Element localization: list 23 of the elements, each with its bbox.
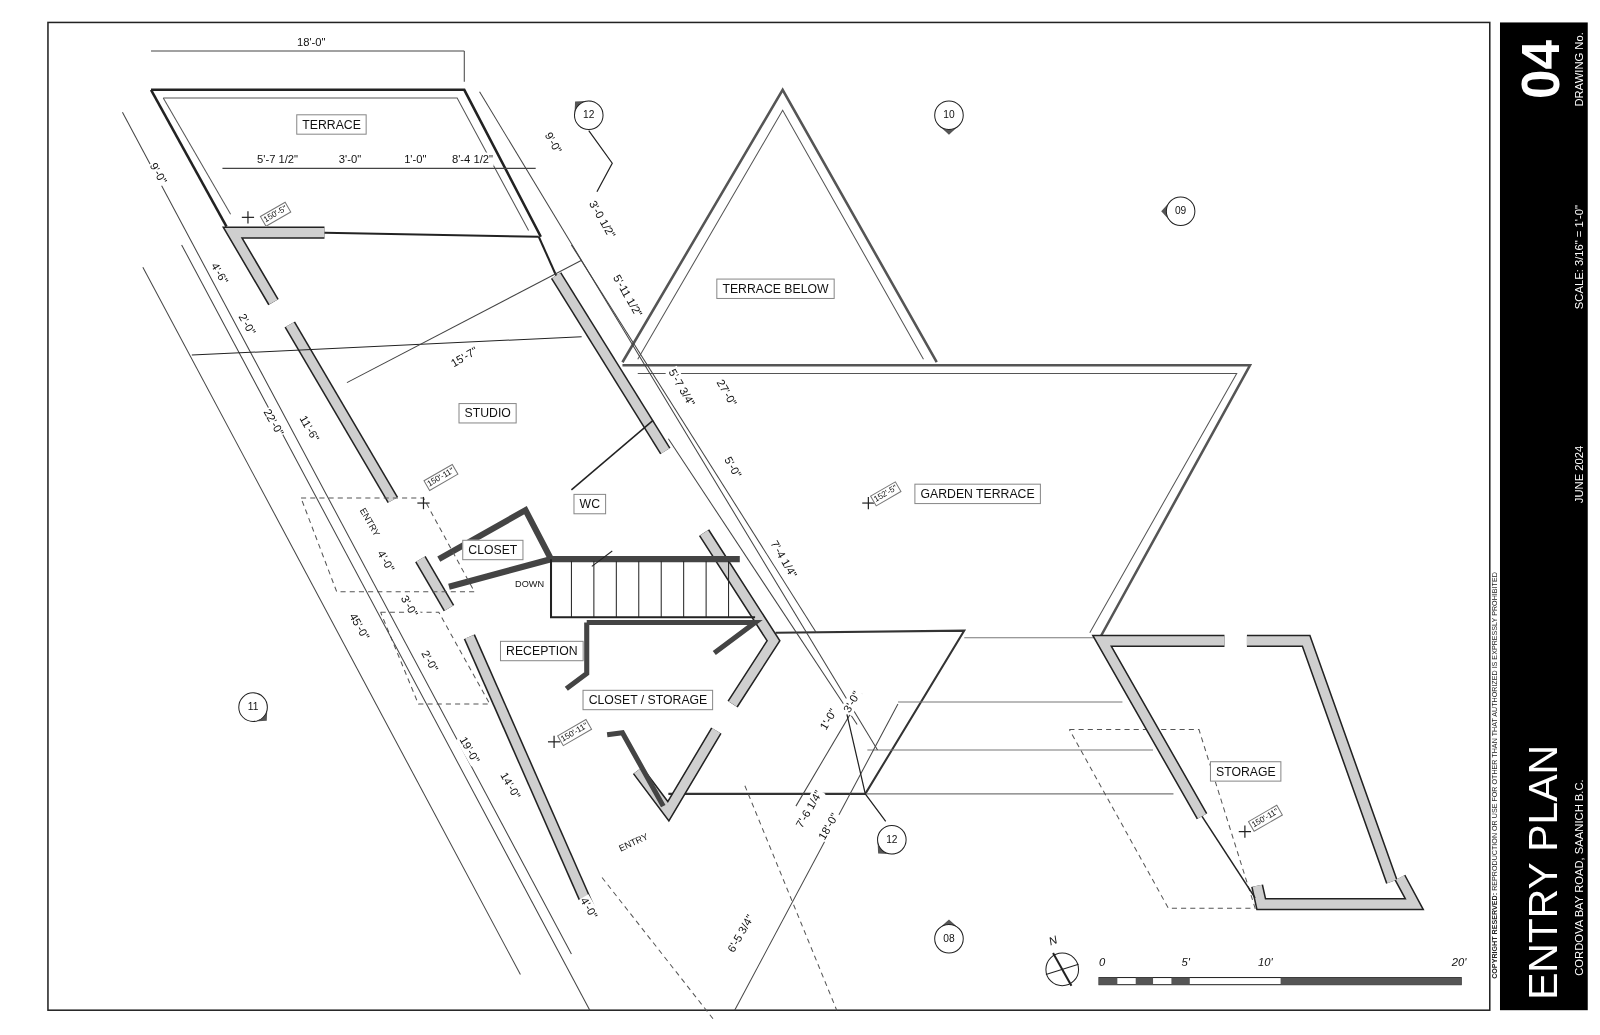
- scale-number: 20': [1450, 955, 1468, 969]
- room-label: CLOSET / STORAGE: [582, 689, 714, 711]
- dimension-label: 8'-4 1/2": [450, 152, 494, 166]
- dimension-label: 1'-0": [403, 152, 428, 166]
- drawing-number-caption: DRAWING No.: [1573, 32, 1586, 107]
- scale-number: 5': [1180, 955, 1191, 969]
- room-label: RECEPTION: [500, 640, 584, 662]
- scale-number: 10': [1256, 955, 1274, 969]
- dimension-label: 3'-0": [337, 152, 363, 166]
- room-label: WC: [573, 493, 607, 515]
- room-label: STORAGE: [1209, 761, 1282, 782]
- address-text: CORDOVA BAY ROAD, SAANICH B.C.: [1573, 779, 1586, 976]
- room-label: STUDIO: [458, 403, 517, 424]
- drawing-number: 04: [1514, 39, 1568, 99]
- room-label: GARDEN TERRACE: [914, 483, 1041, 505]
- scale-text: SCALE: 3/16" = 1'-0": [1573, 205, 1586, 310]
- drawing-title: ENTRY PLAN: [1522, 745, 1564, 1000]
- date-text: JUNE 2024: [1573, 445, 1586, 504]
- room-label: TERRACE BELOW: [716, 278, 835, 299]
- scale-number: 0: [1097, 955, 1107, 969]
- room-label: CLOSET: [462, 539, 524, 561]
- room-label: TERRACE: [296, 114, 367, 135]
- dimension-label: 5'-7 1/2": [256, 152, 300, 166]
